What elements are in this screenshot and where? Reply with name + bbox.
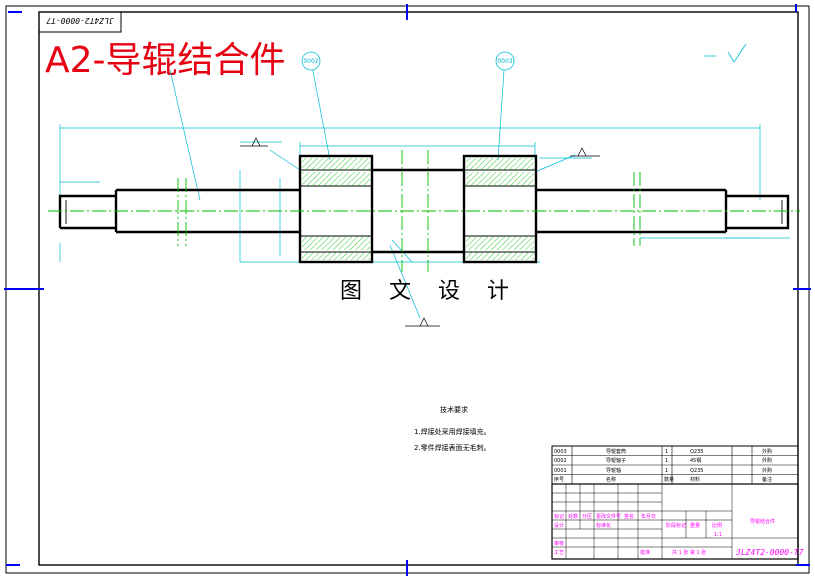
leader-lines xyxy=(169,65,576,319)
tb-stage-scale: 比例 xyxy=(712,522,722,529)
tb-std: 标准化 xyxy=(596,522,611,529)
parts-header-qty: 数量 xyxy=(664,476,674,483)
parts-header-note: 备注 xyxy=(762,476,772,483)
dimension-lines xyxy=(59,124,790,263)
balloon-left xyxy=(301,51,321,71)
drawing-code-upside: JLZ4T2-0000-T7 xyxy=(46,16,115,25)
tb-stage-mark: 阶段标记 xyxy=(666,522,686,529)
parts-row-3-qty: 1 xyxy=(665,468,668,474)
tb-part-name: 导辊结合件 xyxy=(750,518,775,525)
tech-req-line-1: 1.焊接处采用焊接填充。 xyxy=(414,427,491,436)
parts-row-3-name: 导辊轴 xyxy=(606,467,621,474)
parts-row-1-note: 外购 xyxy=(762,448,772,455)
tb-col-change: 更改文件号 xyxy=(596,513,621,520)
tb-scale-value: 1:1 xyxy=(714,532,722,538)
balloons: 0002 0003 xyxy=(301,51,515,71)
tech-req-line-2: 2.零件焊接表面无毛刺。 xyxy=(414,443,491,452)
centerlines xyxy=(48,150,800,272)
balloon-right-label: 0003 xyxy=(497,58,512,65)
parts-row-2-no: 0002 xyxy=(554,458,567,464)
tb-col-sign: 签名 xyxy=(624,513,634,520)
tb-sheet-info: 共 1 张 第 1 张 xyxy=(672,549,706,556)
code-box xyxy=(38,11,122,33)
shaft-outline xyxy=(58,154,790,264)
weld-symbols xyxy=(240,137,600,327)
balloon-right xyxy=(495,51,515,71)
parts-header-name: 名称 xyxy=(606,476,616,483)
balloon-left-label: 0002 xyxy=(303,58,318,65)
tech-requirements: 技术要求 1.焊接处采用焊接填充。 2.零件焊接表面无毛刺。 xyxy=(414,405,491,452)
parts-row-3-no: 0001 xyxy=(554,468,567,474)
tb-col-date: 年月日 xyxy=(641,513,656,520)
parts-row-2-note: 外购 xyxy=(762,457,772,464)
parts-row-3-note: 外购 xyxy=(762,467,772,474)
drawing-title: A2-导辊结合件 xyxy=(45,40,286,81)
tech-req-heading: 技术要求 xyxy=(440,405,468,414)
tb-drawing-no: JLZ4T2-0000-T7 xyxy=(735,548,804,557)
tb-row-design: 设计 xyxy=(554,522,564,529)
tb-col-mark: 标记 xyxy=(554,513,564,520)
parts-list xyxy=(551,445,799,485)
tb-stage-weight: 重量 xyxy=(690,522,700,529)
roughness-symbol xyxy=(704,43,747,63)
title-block-text: 标记 处数 分区 更改文件号 签名 年月日 设计 审核 工艺 批准 标准化 阶段… xyxy=(554,513,804,557)
parts-header-mat: 材料 xyxy=(690,476,700,483)
tb-row-approve: 批准 xyxy=(640,549,650,556)
parts-row-1-name: 导辊套筒 xyxy=(606,448,626,455)
parts-row-2-mat: 45钢 xyxy=(690,457,701,464)
parts-row-1-no: 0003 xyxy=(554,449,567,455)
tb-col-count: 处数 xyxy=(568,513,578,520)
parts-row-1-mat: Q235 xyxy=(690,449,703,455)
tb-row-check: 审核 xyxy=(554,540,564,547)
centering-marks xyxy=(4,4,811,576)
parts-row-3-mat: Q235 xyxy=(690,468,703,474)
parts-row-2-qty: 1 xyxy=(665,458,668,464)
parts-header-no: 序号 xyxy=(554,476,564,483)
hatched-sections xyxy=(302,158,534,260)
parts-row-1-qty: 1 xyxy=(665,449,668,455)
watermark-text: 图 文 设 计 xyxy=(340,279,519,304)
tb-col-zone: 分区 xyxy=(582,513,592,520)
parts-row-2-name: 导辊轴子 xyxy=(606,457,626,464)
parts-list-text: 0003 导辊套筒 1 Q235 外购 0002 导辊轴子 1 45钢 外购 0… xyxy=(554,448,772,483)
title-block-grid xyxy=(551,483,799,560)
tb-row-process: 工艺 xyxy=(554,550,564,556)
